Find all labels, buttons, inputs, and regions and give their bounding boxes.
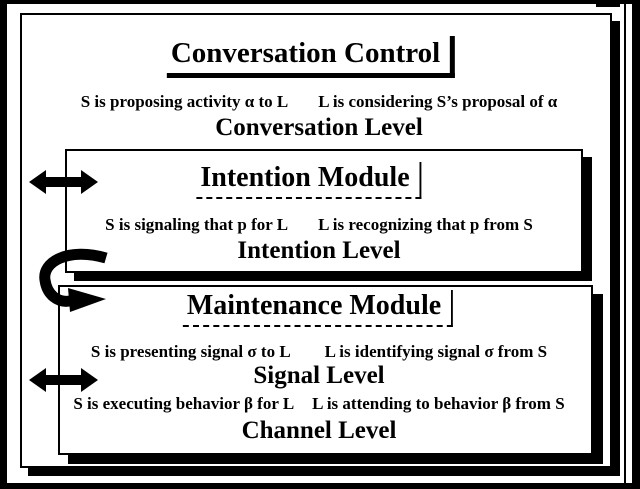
scan-artifact xyxy=(596,0,620,7)
intention-statements: S is signaling that p for L L is recogni… xyxy=(30,215,608,235)
listener-action-text: L is attending to behavior β from S xyxy=(312,394,565,413)
curved-arrow-icon xyxy=(39,248,108,312)
speaker-action-text: S is executing behavior β for L xyxy=(73,394,295,413)
double-headed-arrow-icon xyxy=(29,368,98,392)
figure-title: Conversation Control xyxy=(166,36,456,78)
intention-module-box xyxy=(65,149,583,273)
signal-level-heading: Signal Level xyxy=(253,362,385,389)
conversation-statements: S is proposing activity α to L L is cons… xyxy=(30,92,608,112)
maintenance-module-box xyxy=(58,285,593,455)
channel-level-heading: Channel Level xyxy=(241,417,397,444)
speaker-action-text: S is presenting signal σ to L xyxy=(90,342,291,361)
speaker-action-text: S is proposing activity α to L xyxy=(80,92,289,111)
intention-module-title: Intention Module xyxy=(196,162,422,199)
speaker-action-text: S is signaling that p for L xyxy=(105,215,289,234)
maintenance-module-title: Maintenance Module xyxy=(182,290,454,327)
intention-level-heading: Intention Level xyxy=(237,237,401,264)
conversation-level-heading: Conversation Level xyxy=(215,114,423,141)
listener-action-text: L is recognizing that p from S xyxy=(318,215,533,234)
listener-action-text: L is identifying signal σ from S xyxy=(324,342,548,361)
listener-action-text: L is considering S’s proposal of α xyxy=(318,92,558,111)
signal-statements: S is presenting signal σ to L L is ident… xyxy=(30,342,608,362)
channel-statements: S is executing behavior β for L L is att… xyxy=(30,394,608,414)
scan-edge-line xyxy=(624,3,626,483)
double-headed-arrow-icon xyxy=(29,170,98,194)
